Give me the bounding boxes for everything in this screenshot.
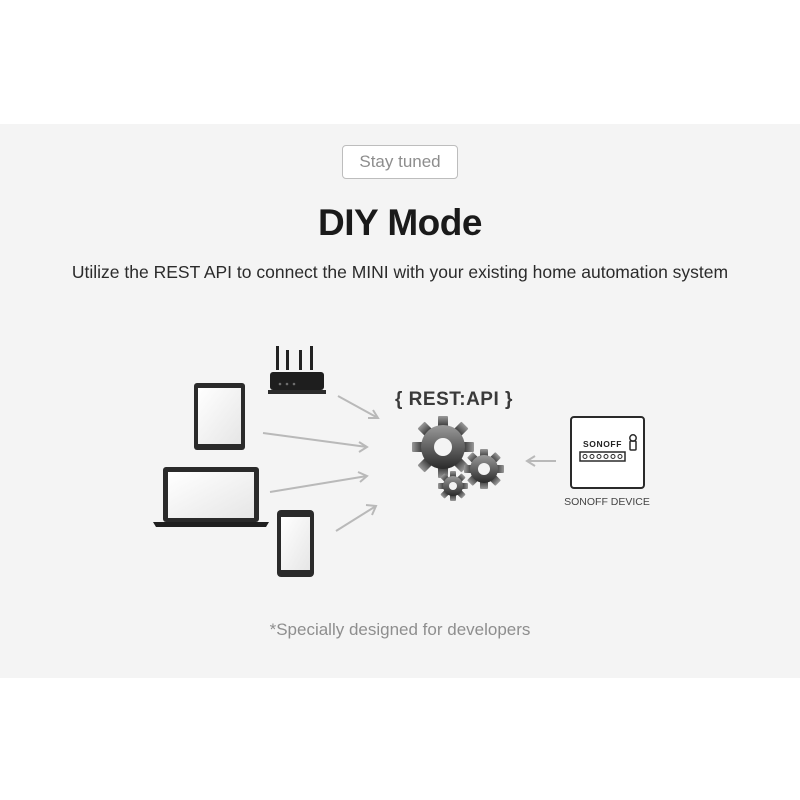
device-button-icon <box>629 434 637 451</box>
gears-icon <box>412 416 504 501</box>
device-brand: SONOFF <box>583 439 622 449</box>
client-arrows <box>262 395 380 532</box>
sonoff-mini-icon: SONOFF <box>570 416 645 489</box>
rest-api-label: { REST:API } <box>395 389 513 410</box>
large-gear-icon <box>412 416 474 478</box>
device-caption: SONOFF DEVICE <box>564 496 650 508</box>
laptop-icon <box>153 467 269 527</box>
medium-gear-icon <box>464 449 504 489</box>
laptop-arrow <box>269 471 369 493</box>
page-title: DIY Mode <box>318 202 482 243</box>
phone-arrow <box>335 504 378 532</box>
stay-tuned-tag: Stay tuned <box>342 145 458 179</box>
device-arrow <box>525 455 556 467</box>
router-icon <box>268 346 326 394</box>
router-arrow <box>337 395 380 419</box>
tablet-icon <box>194 383 245 450</box>
phone-icon <box>277 510 314 577</box>
small-gear-icon <box>438 471 468 501</box>
page-subtitle: Utilize the REST API to connect the MINI… <box>71 262 729 282</box>
developer-footnote: *Specially designed for developers <box>269 620 531 639</box>
promo-banner <box>0 124 800 678</box>
tablet-arrow <box>262 432 369 453</box>
